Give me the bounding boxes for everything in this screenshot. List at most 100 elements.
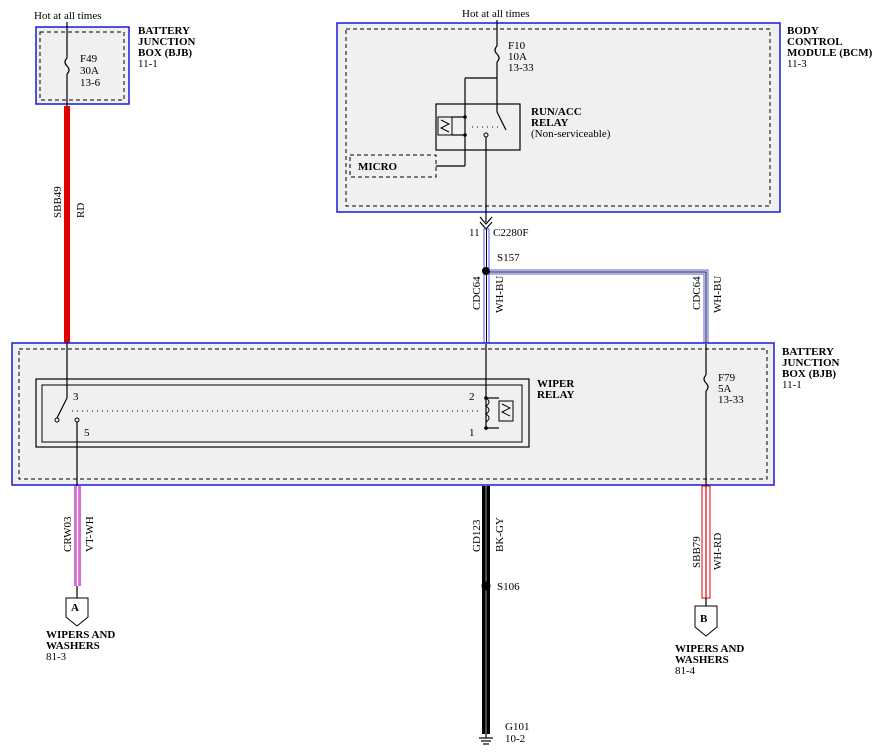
connector-b-dest-2: WASHERS xyxy=(675,654,729,666)
bcm-fill xyxy=(337,23,780,212)
f79-fuse-rating: 5A xyxy=(718,383,732,395)
bjb-main-ref: 11-1 xyxy=(782,379,802,391)
c2280f-connector-icon xyxy=(479,216,493,225)
connector-a-letter: A xyxy=(71,602,79,614)
ground-name: G101 xyxy=(505,721,529,733)
cdc64-right-wire-inner xyxy=(489,273,705,344)
bcm-dashed-border xyxy=(345,28,771,207)
connector-b-shape xyxy=(694,605,718,637)
relay-coil-zigzag xyxy=(439,119,451,133)
bjb-main-name-3: BOX (BJB) xyxy=(782,368,836,380)
bjb-main-dashed-border xyxy=(18,348,768,480)
cdc64-right-core xyxy=(489,271,707,344)
bcm-frame xyxy=(336,22,781,213)
sbb49-circuit: SBB49 xyxy=(52,186,64,218)
bjb-top-name-1: BATTERY xyxy=(138,25,190,37)
bjb-top-name-3: BOX (BJB) xyxy=(138,47,192,59)
bcm-hot-label: Hot at all times xyxy=(462,8,530,20)
connector-b-dest-1: WIPERS AND xyxy=(675,643,744,655)
connector-b-letter: B xyxy=(700,613,708,625)
wiper-relay-pin2: 2 xyxy=(469,391,475,403)
ground-symbol-icon xyxy=(479,734,493,745)
relay-coil-node-top xyxy=(463,115,467,119)
run-acc-relay-box xyxy=(435,103,521,151)
wiper-relay-pin3: 3 xyxy=(73,391,79,403)
bjb-main-fill xyxy=(12,343,774,485)
cdc64-left-circuit: CDC64 xyxy=(471,276,483,310)
wiper-relay-outer-box xyxy=(35,378,530,448)
sbb79-circuit: SBB79 xyxy=(691,536,703,568)
f10-fuse-id: F10 xyxy=(508,40,526,52)
f79-fuse-ref: 13-33 xyxy=(718,394,744,406)
connector-b-ref: 81-4 xyxy=(675,665,696,677)
micro-label: MICRO xyxy=(358,161,398,173)
s106-label: S106 xyxy=(497,581,520,593)
gd123-circuit: GD123 xyxy=(471,519,483,552)
f10-fuse-rating: 10A xyxy=(508,51,527,63)
relay-coil-icon xyxy=(437,116,453,136)
bcm-name-2: CONTROL xyxy=(787,36,843,48)
wiper-relay-switch-blade xyxy=(56,397,68,419)
f49-fuse-ref: 13-6 xyxy=(80,77,101,89)
wiper-relay-pin5: 5 xyxy=(84,427,90,439)
f79-fuse-id: F79 xyxy=(718,372,736,384)
s157-splice-dot xyxy=(482,267,490,275)
bcm-name-3: MODULE (BCM) xyxy=(787,47,873,59)
s157-label: S157 xyxy=(497,252,520,264)
sbb49-color: RD xyxy=(75,203,87,218)
bcm-ref: 11-3 xyxy=(787,58,807,70)
wiper-relay-coil-winding xyxy=(485,397,490,423)
cdc64-right-circuit: CDC64 xyxy=(691,276,703,310)
f49-fuse-id: F49 xyxy=(80,53,98,65)
f79-fuse-icon xyxy=(703,374,709,392)
cdc64-right-wire-outer xyxy=(489,269,709,344)
gd123-color: BK-GY xyxy=(494,517,506,552)
connector-a: A xyxy=(65,586,89,627)
f49-fuse-rating: 30A xyxy=(80,65,99,77)
run-acc-relay-label-1: RUN/ACC xyxy=(531,106,582,118)
bjb-top-frame xyxy=(35,26,130,105)
connector-a-dest-1: WIPERS AND xyxy=(46,629,115,641)
crw03-color: VT-WH xyxy=(84,516,96,552)
run-acc-relay xyxy=(435,78,521,160)
bjb-top-dashed-border xyxy=(39,31,125,101)
bjb-main-frame xyxy=(11,342,775,486)
wiper-relay: 3 5 2 1 xyxy=(35,343,530,448)
ground-ref: 10-2 xyxy=(505,733,525,745)
bjb-top-name-2: JUNCTION xyxy=(138,36,196,48)
f10-fuse-icon xyxy=(494,45,500,63)
run-acc-relay-label-3: (Non-serviceable) xyxy=(531,128,611,140)
cdc64-left-color: WH-BU xyxy=(494,276,506,313)
bjb-top-fill xyxy=(36,27,129,104)
wiper-relay-label-2: RELAY xyxy=(537,389,575,401)
wiper-relay-label-1: WIPER xyxy=(537,378,575,390)
wiper-relay-contact-nc xyxy=(54,417,60,423)
c2280f-name: C2280F xyxy=(493,227,528,239)
cdc64-right-color: WH-BU xyxy=(712,276,724,313)
connector-b: B xyxy=(694,598,718,637)
crw03-circuit: CRW03 xyxy=(62,516,74,552)
wiper-relay-coil-icon xyxy=(498,400,514,422)
bjb-top-ref: 11-1 xyxy=(138,58,158,70)
bjb-top-hot-label: Hot at all times xyxy=(34,10,102,22)
c2280f-connector-icon-2 xyxy=(479,221,493,230)
f49-fuse-icon xyxy=(64,57,70,75)
f10-fuse-ref: 13-33 xyxy=(508,62,534,74)
bjb-main-name-2: JUNCTION xyxy=(782,357,840,369)
wiper-relay-inner-box xyxy=(41,384,523,443)
connector-a-dest-2: WASHERS xyxy=(46,640,100,652)
wiper-relay-pin1: 1 xyxy=(469,427,475,439)
bjb-top-module: Hot at all times BATTERY JUNCTION BOX (B… xyxy=(34,10,196,105)
connector-a-shape xyxy=(65,597,89,627)
relay-coil-node-bottom xyxy=(463,133,467,137)
bjb-main-name-1: BATTERY xyxy=(782,346,834,358)
relay-switch-blade xyxy=(496,111,507,131)
micro-box xyxy=(349,154,437,178)
sbb79-color: WH-RD xyxy=(712,533,724,570)
connector-a-ref: 81-3 xyxy=(46,651,67,663)
sbb49-red-wire xyxy=(64,106,70,343)
run-acc-relay-label-2: RELAY xyxy=(531,117,569,129)
coil-node-bottom xyxy=(484,426,488,430)
bcm-module: Hot at all times BODY CONTROL MODULE (BC… xyxy=(336,8,873,213)
